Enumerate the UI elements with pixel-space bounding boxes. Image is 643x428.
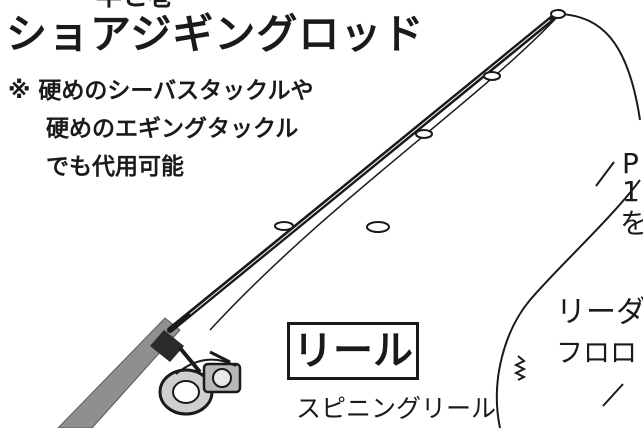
side-label-b: 1 [622,175,640,208]
reel-label: リール [293,328,413,374]
reel-seat [150,330,184,362]
line-on-rod [209,13,561,331]
side-label-a: P [622,147,639,180]
guide-icon [483,71,501,81]
pointer-line-bottom [602,383,624,407]
spinning-reel-icon [158,346,242,416]
guide-icon [415,129,433,139]
top-cut-text: 竿と巻 [96,0,174,10]
rod-blank-highlight [189,19,551,315]
fluoro-label: フロロ [556,338,637,369]
guide-icon [274,221,294,231]
side-label-c: を [620,207,643,240]
reel-caption: スピニングリール [296,394,497,423]
main-line-return [495,179,641,428]
guide-icon [550,9,566,19]
pointer-line-top [595,161,615,187]
note-line-2: 硬めのエギングタックル [46,116,299,142]
reel-label-box: リール [287,322,419,380]
main-line [559,13,641,121]
rod-title: ショアジギングロッド [6,10,425,58]
note-line-3: でも代用可能 [46,154,184,180]
leader-label: リーダ [556,295,643,330]
rod-handle [57,317,181,428]
rod-guides [274,9,566,233]
note-line-1: ※ 硬めのシーバスタックルや [8,78,314,104]
leader-knot-icon [513,355,527,381]
guide-icon [366,221,390,233]
